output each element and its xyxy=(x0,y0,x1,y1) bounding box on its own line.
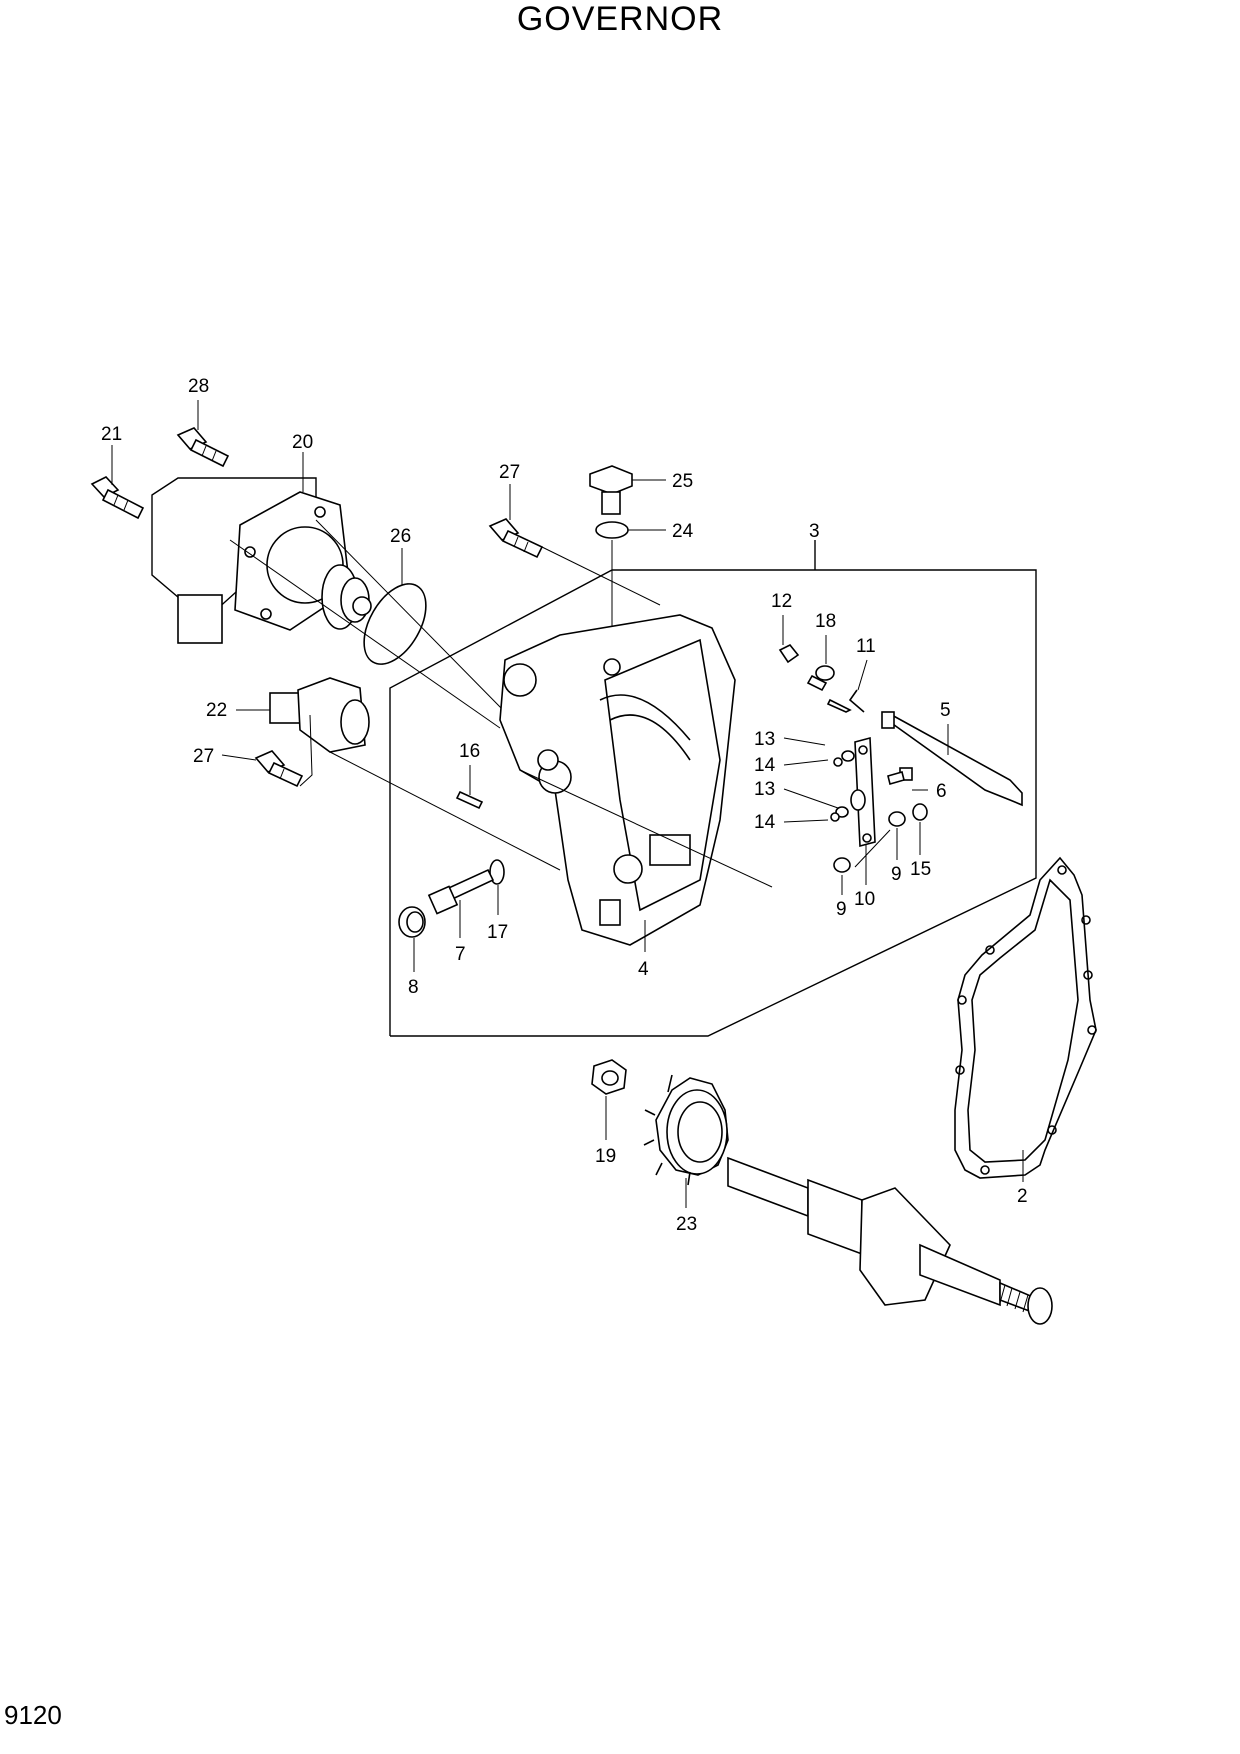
callout-23: 23 xyxy=(676,1214,697,1235)
callout-16: 16 xyxy=(459,741,480,762)
pin-part-16 xyxy=(455,790,484,810)
callout-22: 22 xyxy=(206,700,227,721)
callout-28: 28 xyxy=(188,376,209,397)
callout-7: 7 xyxy=(455,944,466,965)
callout-27-left: 27 xyxy=(193,746,214,767)
o-ring-part-26 xyxy=(363,583,427,665)
callout-14-upper: 14 xyxy=(754,755,776,776)
plug-part-8 xyxy=(398,906,426,938)
bolt-part-21 xyxy=(90,476,145,520)
sensor-part-22 xyxy=(269,677,561,871)
gear-part-23 xyxy=(643,1074,729,1186)
bolt-part-28 xyxy=(176,427,230,468)
callout-9-right: 9 xyxy=(891,864,902,885)
gasket-part-2 xyxy=(954,856,1097,1179)
callout-15: 15 xyxy=(910,859,931,880)
valve-part-7 xyxy=(427,868,495,915)
rod-part-5 xyxy=(881,711,1023,807)
callout-10: 10 xyxy=(854,889,875,910)
callout-24: 24 xyxy=(672,521,694,542)
callout-4: 4 xyxy=(638,959,649,980)
callout-27-top: 27 xyxy=(499,462,520,483)
camshaft-assembly xyxy=(727,1156,1053,1325)
callout-6: 6 xyxy=(936,781,947,802)
page-number: 9120 xyxy=(4,1700,62,1730)
callout-labels: 28 21 20 26 27 25 24 3 22 27 16 17 7 8 4… xyxy=(101,376,1028,1235)
callout-19: 19 xyxy=(595,1146,616,1167)
assembly-frame xyxy=(389,540,1037,1037)
governor-housing-part-4 xyxy=(499,614,773,946)
callout-9-left: 9 xyxy=(836,899,847,920)
callout-17: 17 xyxy=(487,922,508,943)
callout-20: 20 xyxy=(292,432,313,453)
washer-part-24 xyxy=(595,521,629,539)
callout-21: 21 xyxy=(101,424,122,445)
actuator-housing-part-20 xyxy=(151,477,506,729)
callout-14-lower: 14 xyxy=(754,812,776,833)
callout-26: 26 xyxy=(390,526,411,547)
callout-11: 11 xyxy=(856,636,876,657)
callout-5: 5 xyxy=(940,700,951,721)
o-ring-part-17 xyxy=(489,859,505,885)
callout-13-upper: 13 xyxy=(754,729,775,750)
callout-3: 3 xyxy=(809,521,820,542)
bolt-part-27-top xyxy=(488,518,661,606)
callout-2: 2 xyxy=(1017,1186,1028,1207)
leader-lines xyxy=(111,400,1024,1208)
screw-part-6 xyxy=(887,767,913,785)
plug-part-25 xyxy=(589,465,633,515)
callout-25: 25 xyxy=(672,471,693,492)
callout-13-lower: 13 xyxy=(754,779,775,800)
callout-12: 12 xyxy=(771,591,792,612)
nut-part-19 xyxy=(591,1059,627,1095)
callout-8: 8 xyxy=(408,977,419,998)
linkage-parts xyxy=(778,643,928,873)
diagram-title: GOVERNOR xyxy=(516,0,724,38)
callout-18: 18 xyxy=(815,611,836,632)
bolt-part-27-left xyxy=(254,750,304,788)
